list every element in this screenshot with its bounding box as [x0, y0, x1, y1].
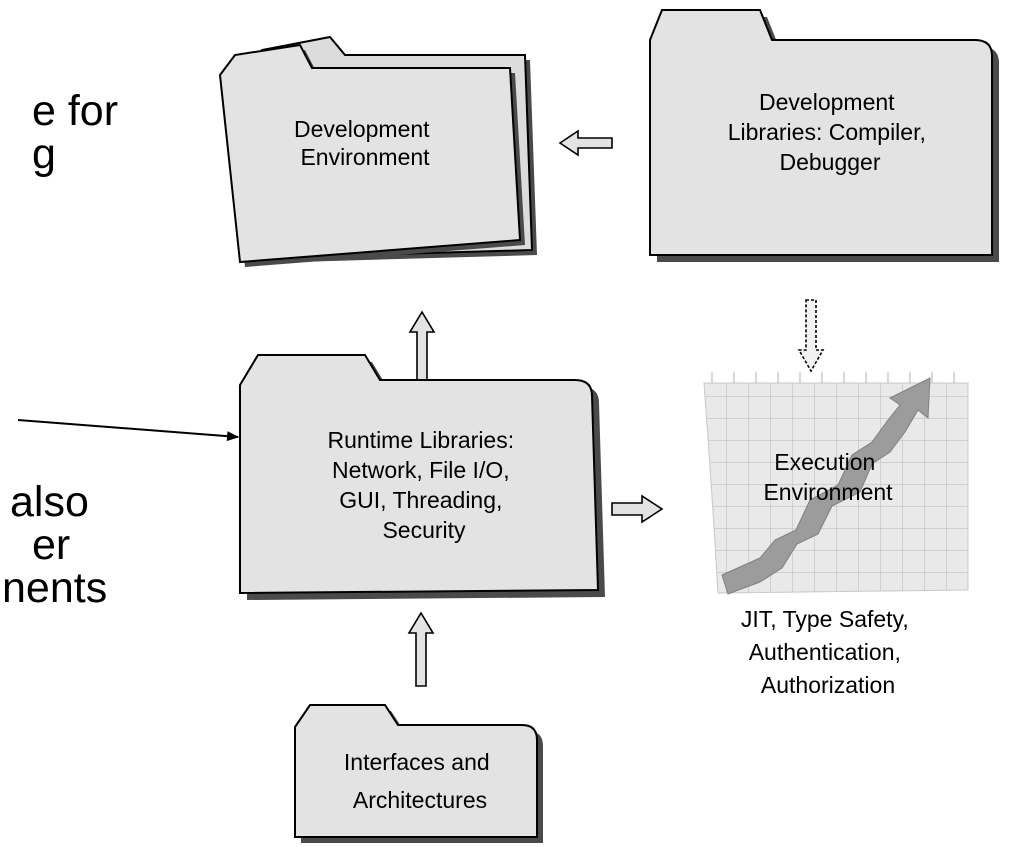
slide-text-top-line-1: e for — [32, 87, 119, 135]
label-dev-env: Development Environment — [294, 116, 436, 170]
arrow-left-block — [558, 129, 613, 157]
label-runtime-libs-line-4: Security — [382, 517, 466, 543]
arrow-right-block — [611, 494, 664, 524]
folder-development-environment: Development Environment — [218, 35, 537, 267]
label-exec-env-line-2: Environment — [763, 479, 893, 505]
label-runtime-libs: Runtime Libraries: Network, File I/O, GU… — [327, 427, 520, 543]
label-exec-env-line-1: Execution — [774, 449, 875, 475]
label-exec-caption-line-3: Authorization — [761, 672, 895, 698]
pointer-arrow — [17, 419, 239, 442]
folder-development-libraries: Development Libraries: Compiler, Debugge… — [649, 9, 999, 262]
label-dev-env-line-2: Environment — [300, 144, 430, 170]
slide-text-bottom-line-2: er — [32, 521, 71, 569]
label-dev-libs-line-2: Libraries: Compiler, — [728, 119, 926, 145]
label-exec-caption-line-2: Authentication, — [749, 639, 901, 665]
label-interfaces-line-2: Architectures — [353, 787, 487, 813]
label-runtime-libs-line-3: GUI, Threading, — [339, 487, 502, 513]
arrow-down-dotted — [797, 299, 825, 373]
slide-text-top-line-2: g — [32, 130, 56, 178]
slide-text-bottom-line-3: nents — [2, 564, 108, 612]
arrow-up-block-top — [408, 310, 436, 384]
label-interfaces-line-1: Interfaces and — [344, 749, 490, 775]
label-interfaces: Interfaces and Architectures — [344, 749, 496, 813]
label-dev-libs: Development Libraries: Compiler, Debugge… — [728, 89, 933, 175]
label-runtime-libs-line-1: Runtime Libraries: — [327, 427, 514, 453]
folder-interfaces-architectures: Interfaces and Architectures — [294, 704, 543, 843]
label-dev-env-line-1: Development — [294, 116, 430, 142]
slide-text-bottom-line-1: also — [10, 478, 89, 526]
label-exec-env: Execution Environment — [763, 449, 893, 505]
arrow-up-block-bottom — [407, 611, 435, 687]
label-runtime-libs-line-2: Network, File I/O, — [332, 457, 510, 483]
label-dev-libs-line-3: Debugger — [779, 149, 880, 175]
label-exec-caption: JIT, Type Safety, Authentication, Author… — [741, 606, 915, 698]
folder-runtime-libraries: Runtime Libraries: Network, File I/O, GU… — [239, 354, 605, 600]
label-exec-caption-line-1: JIT, Type Safety, — [741, 606, 909, 632]
label-dev-libs-line-1: Development — [759, 89, 895, 115]
execution-environment-graphic: Execution Environment JIT, Type Safety, … — [703, 372, 969, 698]
